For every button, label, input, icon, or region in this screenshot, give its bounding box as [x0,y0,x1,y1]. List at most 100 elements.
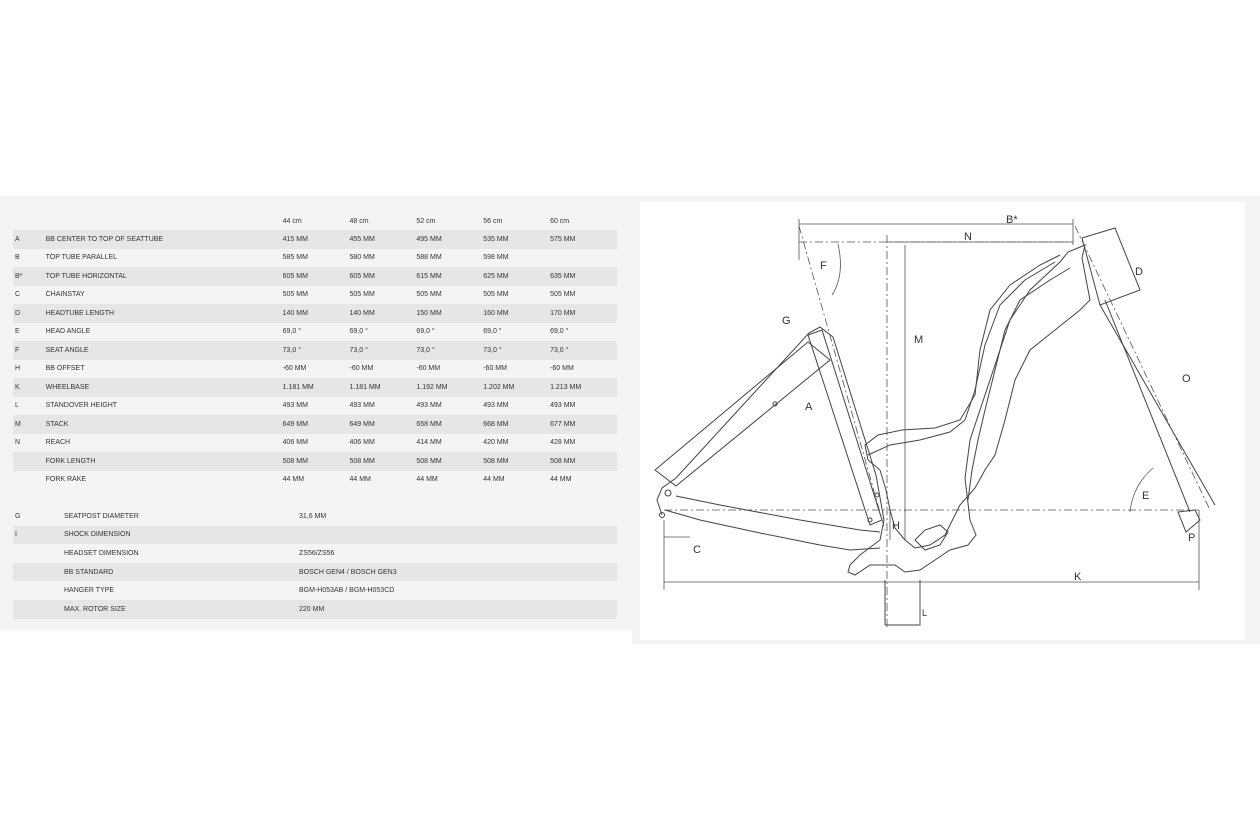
dimension-code: A [13,230,46,249]
dimension-value: 658 MM [416,415,484,434]
dimension-value: 44 MM [483,476,505,484]
dim-d [1114,227,1141,291]
dimension-value: 69,0 ° [550,328,569,336]
dimension-value: 505 MM [550,291,576,299]
label-bstar: B* [1006,214,1018,226]
dimension-value: 677 MM [550,415,617,434]
size-header: 52 cm [416,217,436,225]
pivot-4 [867,517,873,523]
angle-e-arc [1129,467,1154,513]
head-tube [1081,227,1141,306]
dimension-value: 44 MM [416,476,438,484]
dimension-value: 428 MM [550,439,576,447]
dim-bstar [798,219,1074,260]
label-g: G [782,315,791,327]
label-n: N [964,231,972,243]
dimension-value: 635 MM [550,267,617,286]
dimension-value: 588 MM [416,254,442,262]
pivot-1 [664,489,672,497]
label-h: H [892,520,900,532]
dimension-code: B* [13,267,46,286]
pivot-2 [659,512,665,518]
dimension-value: 605 MM [282,267,350,286]
dimension-label: REACH [45,439,71,447]
dimension-value: 508 MM [416,452,484,471]
dropout [1177,509,1201,533]
dimension-value: 69,0 ° [349,328,368,336]
dimension-value: 505 MM [349,291,375,299]
label-c: C [693,544,701,556]
dimension-value: 505 MM [483,291,509,299]
dimension-label: BB OFFSET [45,365,85,373]
dimension-value: 508 MM [349,452,417,471]
dimension-value: 420 MM [483,439,509,447]
dimension-label: TOP TUBE HORIZONTAL [45,267,283,286]
label-e: E [1142,490,1149,502]
dimension-value: 605 MM [349,267,417,286]
dimension-value: 535 MM [483,230,551,249]
dimension-value: -60 MM [349,365,374,373]
dimension-value: 505 MM [282,291,308,299]
dimension-value: 493 MM [416,402,442,410]
dimension-code [13,452,46,471]
dimension-value: 505 MM [416,291,442,299]
label-o: O [1182,373,1191,385]
dimension-label: BB CENTER TO TOP OF SEATTUBE [45,230,283,249]
spec-value: ZS56/ZS56 [299,549,335,557]
spec-code [13,599,64,619]
dimension-label: SEAT ANGLE [45,341,283,360]
dimension-code: M [13,415,46,434]
seat-tube [807,329,883,526]
dimension-value: -60 MM [282,365,307,373]
fork-line [1099,304,1216,506]
dimension-value: 1.213 MM [550,378,617,397]
pivot-3 [874,492,880,498]
dimension-label: FORK RAKE [45,476,87,484]
dimension-value: 140 MM [349,304,417,323]
size-header: 44 cm [282,217,302,225]
dimension-value: 73,0 ° [349,341,417,360]
dimension-value: 585 MM [282,254,308,262]
label-d: D [1135,266,1143,278]
motor-housing [914,524,949,551]
dimension-value: 493 MM [349,402,375,410]
dimension-value: 406 MM [349,439,375,447]
dimension-code: K [13,378,46,397]
dimension-label: FORK LENGTH [45,452,283,471]
label-a: A [805,401,813,413]
dimension-value: 1.202 MM [483,378,551,397]
spec-value: 220 MM [299,599,617,619]
spec-code: I [13,525,64,545]
spec-label: HEADSET DIMENSION [64,549,139,557]
chain-stay [664,495,881,551]
dimension-value: 69,0 ° [282,328,302,336]
spec-code: G [15,512,21,520]
angle-f-arc [831,243,841,296]
dimension-value: 508 MM [483,452,551,471]
dimension-value: 140 MM [282,304,350,323]
dimension-value: 580 MM [349,254,375,262]
dimension-code: F [13,341,46,360]
dimension-code: B [15,254,20,262]
dimension-code: E [15,328,20,336]
spec-label: SHOCK DIMENSION [64,525,299,545]
spec-value [299,525,617,545]
spec-label: HANGER TYPE [64,587,115,595]
ground-stub [884,580,921,626]
dimension-value: 73,0 ° [483,341,551,360]
dimension-value: 493 MM [483,402,509,410]
dimension-value: 1.181 MM [349,378,417,397]
top-tube-inner [867,261,1056,456]
steering-axis [1074,225,1211,511]
